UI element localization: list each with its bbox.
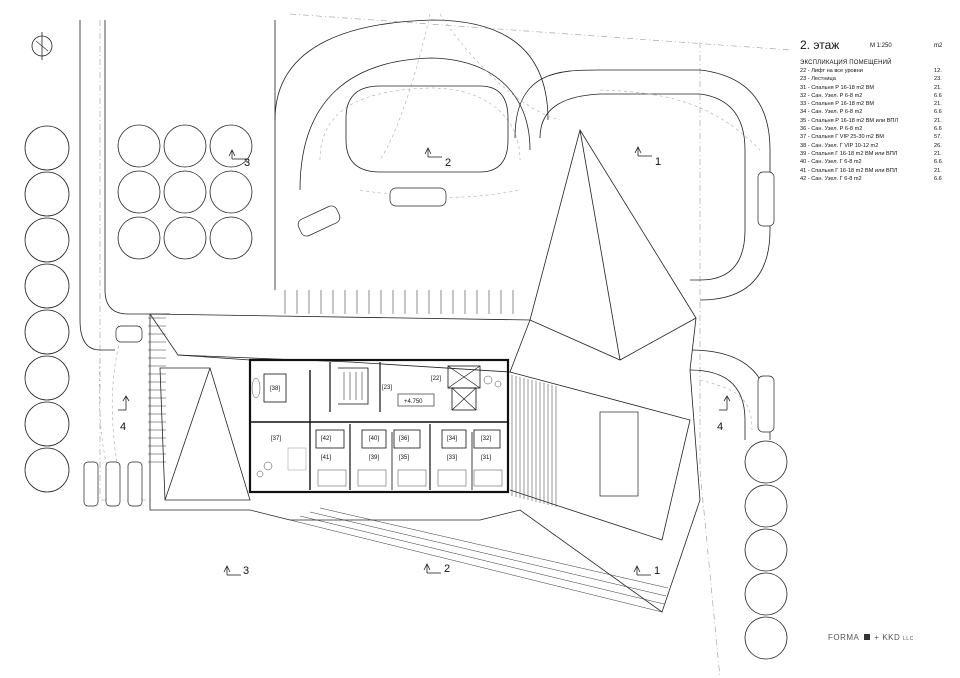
room-tag-36: [36] xyxy=(399,436,409,442)
room-area: 57. xyxy=(934,134,942,141)
section-4-right: 4 xyxy=(717,421,723,433)
room-name: 34 - Сан. Узел. Р 6-8 m2 xyxy=(800,109,863,116)
room-name: 22 - Лифт на все уровни xyxy=(800,68,863,74)
legend-row: 39 - Спальня Г 16-18 m2 ВМ или ВПЛ 21. xyxy=(800,150,960,158)
legend-row: 37 - Спальня Г VIP 25-30 m2 ВМ 57. xyxy=(800,133,960,141)
section-1-top: 1 xyxy=(655,156,661,168)
room-name: 36 - Сан. Узел. Р 6-8 m2 xyxy=(800,126,863,133)
room-tag-22: [22] xyxy=(431,376,441,382)
room-area: 21. xyxy=(934,150,942,157)
room-name: 41 - Спальня Г 16-18 m2 ВМ или ВПЛ xyxy=(800,167,898,174)
room-legend: 2. этаж М 1:250 m2 ЭКСПЛИКАЦИЯ ПОМЕЩЕНИЙ… xyxy=(800,38,960,183)
room-area: 21. xyxy=(934,101,942,108)
room-tag-40: [40] xyxy=(369,436,379,442)
drawing-scale: М 1:250 xyxy=(870,43,892,49)
floor-plate xyxy=(248,358,510,494)
legend-row: 40 - Сан. Узел. Г 6-8 m2 6.6 xyxy=(800,158,960,166)
legend-row: 23 - Лестница 23. xyxy=(800,75,960,83)
parking-stalls xyxy=(284,290,514,314)
room-area: 12. xyxy=(934,68,942,74)
room-name: 33 - Спальня Р 16-18 m2 ВМ xyxy=(800,101,875,108)
north-arrow-icon xyxy=(31,32,53,60)
room-area: 21. xyxy=(934,167,942,174)
section-1-bottom: 1 xyxy=(654,565,660,577)
floor-title: 2. этаж xyxy=(800,38,840,52)
logo-forma: FORMA xyxy=(828,633,859,642)
room-tag-41: [41] xyxy=(321,455,331,461)
legend-row: 31 - Спальня Р 16-18 m2 ВМ 21. xyxy=(800,84,960,92)
room-tag-42: [42] xyxy=(321,436,331,442)
room-tag-35: [35] xyxy=(399,455,409,461)
room-area: 21. xyxy=(934,84,942,91)
legend-row: 38 - Сан. Узел. Г VIP 10-12 m2 26. xyxy=(800,142,960,150)
room-tag-34: [34] xyxy=(447,436,457,442)
room-name: 42 - Сан. Узел. Г 6-8 m2 xyxy=(800,175,862,182)
logo-square-icon xyxy=(863,634,870,640)
room-name: 35 - Спальня Р 16-18 m2 ВМ или ВПЛ xyxy=(800,117,899,124)
property-line xyxy=(99,13,791,678)
room-name: 37 - Спальня Г VIP 25-30 m2 ВМ xyxy=(800,134,884,141)
legend-row: 36 - Сан. Узел. Р 6-8 m2 6.6 xyxy=(800,125,960,133)
studio-logo: FORMA + KKD LLC xyxy=(828,633,914,642)
room-tag-39: [39] xyxy=(369,455,379,461)
room-area: 6.6 xyxy=(934,92,942,99)
oval-island xyxy=(345,85,509,173)
section-4-left: 4 xyxy=(120,421,126,433)
legend-row: 42 - Сан. Узел. Г 6-8 m2 6.6 xyxy=(800,175,960,183)
room-name: 39 - Спальня Г 16-18 m2 ВМ или ВПЛ xyxy=(800,150,898,157)
level-mark: +4.750 xyxy=(404,399,423,405)
room-tag-23: [23] xyxy=(382,385,392,391)
room-area: 26. xyxy=(934,142,942,149)
room-name: 38 - Сан. Узел. Г VIP 10-12 m2 xyxy=(800,142,879,149)
room-tag-33: [33] xyxy=(447,455,457,461)
legend-row: 22 - Лифт на все уровни 12. xyxy=(800,67,960,75)
circulation-dashed xyxy=(98,13,761,471)
room-tag-32: [32] xyxy=(481,436,491,442)
room-name: 40 - Сан. Узел. Г 6-8 m2 xyxy=(800,159,862,166)
section-3-top: 3 xyxy=(244,157,250,169)
logo-llc: LLC xyxy=(903,636,914,642)
room-area: 6.6 xyxy=(934,175,942,182)
section-2-bottom: 2 xyxy=(444,563,450,575)
logo-kkd: KKD xyxy=(882,633,901,642)
stair-hatching xyxy=(148,317,669,613)
room-tag-38: [38] xyxy=(270,386,280,392)
parked-cars xyxy=(83,171,775,507)
explication-title: ЭКСПЛИКАЦИЯ ПОМЕЩЕНИЙ xyxy=(800,60,892,66)
room-area: 6.6 xyxy=(934,109,942,116)
terrace-block xyxy=(599,411,639,497)
legend-row: 35 - Спальня Р 16-18 m2 ВМ или ВПЛ 21. xyxy=(800,117,960,125)
room-area: 21. xyxy=(934,117,942,124)
room-area: 23. xyxy=(934,76,942,83)
legend-row: 33 - Спальня Р 16-18 m2 ВМ 21. xyxy=(800,100,960,108)
section-2-top: 2 xyxy=(445,157,451,169)
legend-row: 34 - Сан. Узел. Р 6-8 m2 6.6 xyxy=(800,108,960,116)
trees xyxy=(24,124,788,660)
legend-row: 41 - Спальня Г 16-18 m2 ВМ или ВПЛ 21. xyxy=(800,167,960,175)
furniture xyxy=(251,375,503,487)
room-name: 32 - Сан. Узел. Р 6-8 m2 xyxy=(800,92,863,99)
room-tag-37: [37] xyxy=(271,436,281,442)
room-area: 6.6 xyxy=(934,126,942,133)
section-3-bottom: 3 xyxy=(243,565,249,577)
room-area: 6.6 xyxy=(934,159,942,166)
area-unit: m2 xyxy=(934,43,943,49)
room-name: 31 - Спальня Р 16-18 m2 ВМ xyxy=(800,84,875,91)
room-name: 23 - Лестница xyxy=(800,76,836,83)
room-tag-31: [31] xyxy=(481,455,491,461)
legend-row: 32 - Сан. Узел. Р 6-8 m2 6.6 xyxy=(800,92,960,100)
logo-plus: + xyxy=(874,633,880,642)
